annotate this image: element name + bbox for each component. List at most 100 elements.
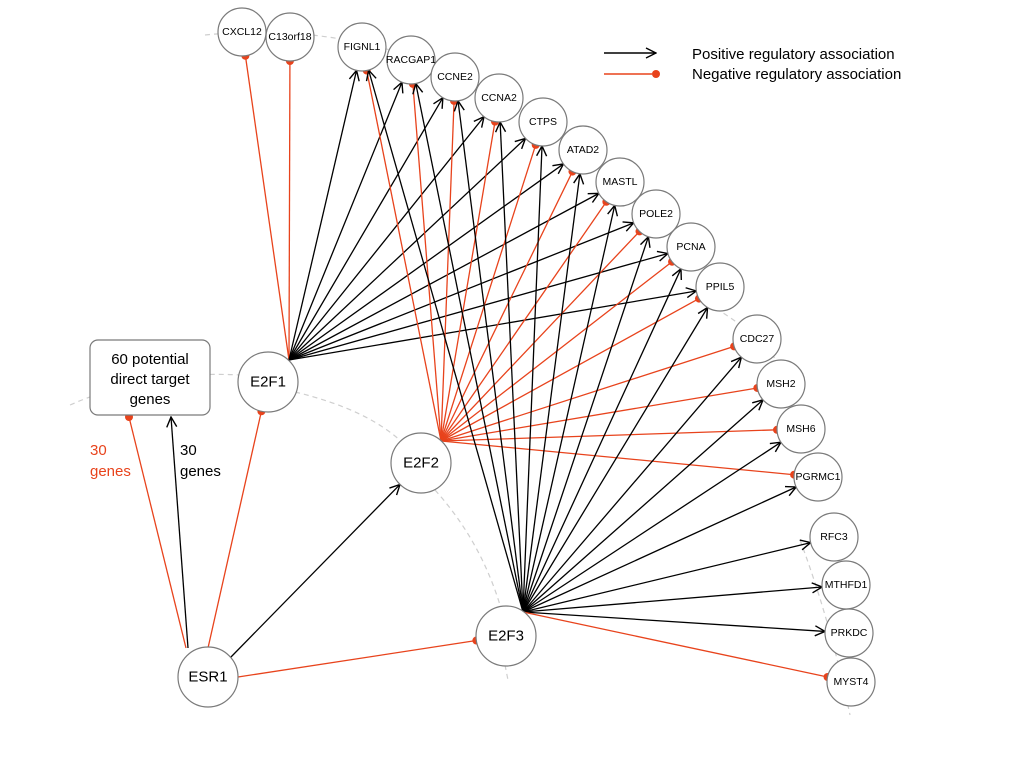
node-msh6: MSH6 <box>776 404 826 454</box>
node-label-msh6: MSH6 <box>786 423 815 435</box>
node-circle-myst4 <box>826 657 876 707</box>
edge-e2f2-ctps-negative <box>440 144 537 442</box>
node-circle-ccne2 <box>430 52 480 102</box>
legend: Positive regulatory association Negative… <box>604 46 901 83</box>
node-label-mastl: MASTL <box>602 176 637 188</box>
edge-e2f2-ccne2-negative <box>440 100 455 442</box>
guide-arc-lower <box>434 489 501 606</box>
node-circle-c13orf18 <box>265 12 315 62</box>
node-cdc27: CDC27 <box>732 314 782 364</box>
node-circle-cdc27 <box>732 314 782 364</box>
node-label-atad2: ATAD2 <box>567 144 599 156</box>
edge-e2f2-msh2-negative <box>440 387 758 442</box>
edge-esr1-box-positive <box>171 417 189 649</box>
node-circle-ctps <box>518 97 568 147</box>
node-label-esr1: ESR1 <box>188 669 227 686</box>
node-label-ppil5: PPIL5 <box>706 281 735 293</box>
node-label-rfc3: RFC3 <box>820 531 848 543</box>
edge-e2f2-racgap1-negative <box>412 83 442 442</box>
edge-e2f3-pcna-positive <box>522 269 681 613</box>
edge-e2f1-c13orf18-negative <box>288 60 291 361</box>
edge-e2f3-mthfd1-positive <box>522 587 822 613</box>
node-mthfd1: MTHFD1 <box>821 560 871 610</box>
edge-e2f3-ccne2-positive <box>458 101 524 613</box>
edge-esr1-e2f2-positive <box>229 484 400 659</box>
negative-count-line-1: 30 <box>90 442 107 459</box>
node-circle-esr1 <box>177 646 239 708</box>
node-myst4: MYST4 <box>826 657 876 707</box>
edge-e2f3-myst4-negative <box>522 611 828 678</box>
node-circle-e2f1 <box>237 351 299 413</box>
node-pcna: PCNA <box>666 222 716 272</box>
node-label-ccna2: CCNA2 <box>481 92 517 104</box>
legend-negative-label: Negative regulatory association <box>692 66 901 83</box>
edge-e2f2-cdc27-negative <box>440 345 735 442</box>
node-circle-msh2 <box>756 359 806 409</box>
edge-e2f3-racgap1-positive <box>416 84 524 613</box>
node-label-e2f1: E2F1 <box>250 374 286 391</box>
edge-esr1-box-negative <box>128 416 187 649</box>
edge-e2f2-pgrmc1-negative <box>440 440 795 476</box>
node-atad2: ATAD2 <box>558 125 608 175</box>
node-circle-pgrmc1 <box>793 452 843 502</box>
guide-arc-bottom-right <box>799 539 851 716</box>
edge-e2f3-msh2-positive <box>522 400 763 613</box>
node-label-pgrmc1: PGRMC1 <box>796 471 841 483</box>
node-circle-e2f2 <box>390 432 452 494</box>
node-label-cxcl12: CXCL12 <box>222 26 262 38</box>
node-ccna2: CCNA2 <box>474 73 524 123</box>
node-circle-e2f3 <box>475 605 537 667</box>
edge-e2f2-msh6-negative <box>440 429 778 442</box>
edges-layer <box>125 51 832 681</box>
guide-arc-mid <box>294 391 406 446</box>
node-circle-mastl <box>595 157 645 207</box>
gene-count-notes: 30 genes 30 genes <box>90 442 221 480</box>
edge-e2f1-ccna2-positive <box>288 117 484 361</box>
node-label-e2f2: E2F2 <box>403 455 439 472</box>
node-fignl1: FIGNL1 <box>337 22 387 72</box>
node-label-racgap1: RACGAP1 <box>386 54 436 66</box>
node-e2f2: E2F2 <box>390 432 452 494</box>
edge-e2f3-mastl-positive <box>522 205 615 613</box>
node-circle-fignl1 <box>337 22 387 72</box>
legend-negative-dot <box>652 70 660 78</box>
box-line-1: 60 potential <box>111 351 189 368</box>
edge-e2f3-pole2-positive <box>522 237 648 613</box>
edge-e2f1-fignl1-positive <box>288 70 357 361</box>
edge-e2f3-prkdc-positive <box>522 611 825 631</box>
box-line-2: direct target <box>110 371 190 388</box>
edge-e2f1-atad2-positive <box>288 164 563 361</box>
node-label-c13orf18: C13orf18 <box>268 31 311 43</box>
node-ccne2: CCNE2 <box>430 52 480 102</box>
legend-positive-label: Positive regulatory association <box>692 46 895 63</box>
box-line-3: genes <box>130 391 171 408</box>
edge-e2f3-fignl1-positive <box>369 70 524 613</box>
node-label-cdc27: CDC27 <box>740 333 775 345</box>
node-label-ctps: CTPS <box>529 116 557 128</box>
node-pole2: POLE2 <box>631 189 681 239</box>
edge-e2f2-fignl1-negative <box>366 70 442 442</box>
node-circle-ppil5 <box>695 262 745 312</box>
node-label-prkdc: PRKDC <box>831 627 868 639</box>
node-circle-atad2 <box>558 125 608 175</box>
node-circle-prkdc <box>824 608 874 658</box>
node-label-fignl1: FIGNL1 <box>344 41 381 53</box>
node-esr1: ESR1 <box>177 646 239 708</box>
node-label-e2f3: E2F3 <box>488 628 524 645</box>
node-ppil5: PPIL5 <box>695 262 745 312</box>
edge-e2f1-cxcl12-negative <box>244 55 290 361</box>
edge-e2f2-mastl-negative <box>440 201 607 442</box>
node-label-mthfd1: MTHFD1 <box>825 579 868 591</box>
positive-count-line-2: genes <box>180 463 221 480</box>
node-c13orf18: C13orf18 <box>265 12 315 62</box>
edge-e2f3-cdc27-positive <box>522 357 741 613</box>
edge-e2f1-pcna-positive <box>288 253 668 361</box>
node-cxcl12: CXCL12 <box>217 7 267 57</box>
edge-e2f1-mastl-positive <box>288 193 599 361</box>
node-circle-ccna2 <box>474 73 524 123</box>
edge-e2f1-racgap1-positive <box>288 82 402 361</box>
negative-count-line-2: genes <box>90 463 131 480</box>
edge-e2f3-ppil5-positive <box>522 308 708 613</box>
node-circle-pcna <box>666 222 716 272</box>
